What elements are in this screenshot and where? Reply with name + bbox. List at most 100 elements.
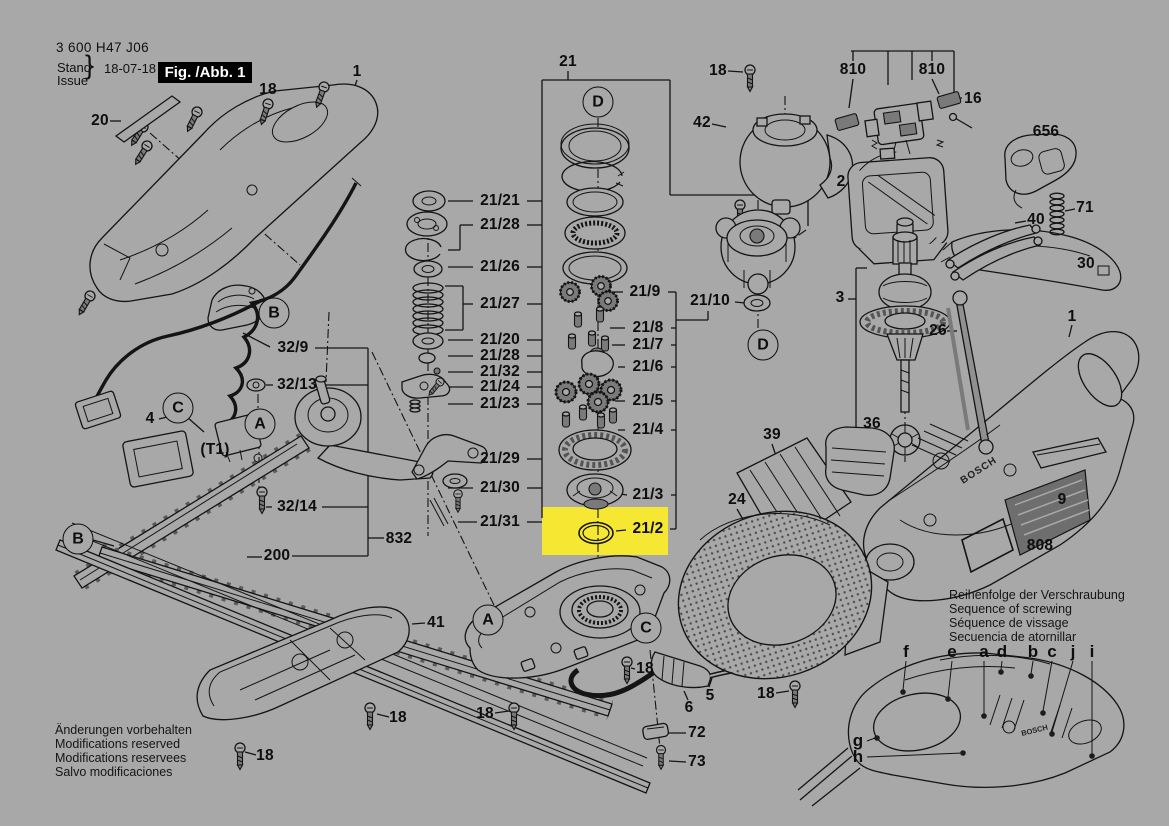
screw-seq-letter-e: e xyxy=(947,642,957,661)
part-label-21-10: 21/10 xyxy=(690,292,730,309)
part-label-32-14: 32/14 xyxy=(277,498,317,515)
screw-seq-letter-j: j xyxy=(1070,642,1076,661)
part-label-21-3: 21/3 xyxy=(632,486,664,503)
part-label-32-13: 32/13 xyxy=(277,376,317,393)
part-label-21-5: 21/5 xyxy=(632,392,664,409)
part-label-6: 6 xyxy=(684,699,694,716)
part-label--T1-: (T1) xyxy=(200,441,230,458)
part-label-5: 5 xyxy=(705,687,715,704)
brush-plate-art xyxy=(834,91,973,159)
part-label-9: 9 xyxy=(1057,491,1067,508)
issue-date: 18-07-18 xyxy=(104,61,157,76)
note-left-4: Salvo modificaciones xyxy=(55,765,173,779)
screw-seq-letter-a: a xyxy=(979,642,989,661)
screw-seq-letter-b: b xyxy=(1027,642,1039,661)
stator-art xyxy=(847,147,949,265)
part-label-21-32: 21/32 xyxy=(480,363,520,380)
screw-seq-letter-d: d xyxy=(996,642,1008,661)
part-label-18: 18 xyxy=(757,685,775,702)
nut-and-screw-art xyxy=(246,378,268,515)
highlight-box xyxy=(542,507,668,555)
part-label-72: 72 xyxy=(688,724,706,741)
note-right-3: Séquence de vissage xyxy=(949,616,1069,630)
front-guard-art xyxy=(677,426,895,680)
part-label-2: 2 xyxy=(836,173,846,190)
assembly-callout-D: D xyxy=(747,329,779,361)
handle-parts-art xyxy=(940,133,1122,455)
gear-column-art xyxy=(554,123,632,545)
assembly-callout-A: A xyxy=(244,408,276,440)
note-right-4: Secuencia de atornillar xyxy=(949,630,1077,644)
part-label-71: 71 xyxy=(1076,199,1094,216)
part-label-21-28: 21/28 xyxy=(480,216,520,233)
note-left-1: Änderungen vorbehalten xyxy=(55,723,192,737)
small-plates-art xyxy=(961,437,1107,574)
figure-label-box: Fig. /Abb. 1 xyxy=(158,62,252,83)
part-label-21-23: 21/23 xyxy=(480,395,520,412)
part-label-39: 39 xyxy=(763,426,781,443)
part-label-4: 4 xyxy=(145,410,155,427)
washer-column-art xyxy=(401,190,488,527)
part-label-41: 41 xyxy=(427,614,445,631)
part-label-832: 832 xyxy=(385,530,413,547)
part-label-3: 3 xyxy=(835,289,845,306)
assembly-callout-B: B xyxy=(258,297,290,329)
part-label-18: 18 xyxy=(256,747,274,764)
screw-seq-letter-g: g xyxy=(852,731,864,750)
part-label-20: 20 xyxy=(91,112,109,129)
part-label-21-30: 21/30 xyxy=(480,479,520,496)
part-label-810: 810 xyxy=(839,61,867,78)
motor-housing-half-art xyxy=(74,79,379,318)
part-label-30: 30 xyxy=(1077,255,1095,272)
part-label-21-2: 21/2 xyxy=(632,520,664,537)
part-label-21-31: 21/31 xyxy=(480,513,520,530)
part-label-808: 808 xyxy=(1026,537,1054,554)
main-body-art: BOSCH xyxy=(862,331,1140,602)
note-right-1: Reihenfolge der Verschraubung xyxy=(949,588,1125,602)
leader-lines xyxy=(92,50,1080,763)
part-label-21-20: 21/20 xyxy=(480,331,520,348)
assembly-callout-A: A xyxy=(472,604,504,636)
part-label-200: 200 xyxy=(263,547,291,564)
assembly-callout-C: C xyxy=(162,392,194,424)
part-label-21-26: 21/26 xyxy=(480,258,520,275)
part-label-21-4: 21/4 xyxy=(632,421,664,438)
part-label-21-28: 21/28 xyxy=(480,347,520,364)
armature-art xyxy=(859,217,951,456)
part-label-36: 36 xyxy=(863,415,881,432)
stand-issue-brace: } xyxy=(85,50,95,80)
part-label-21-8: 21/8 xyxy=(632,319,664,336)
part-label-21-6: 21/6 xyxy=(632,358,664,375)
part-label-18: 18 xyxy=(709,62,727,79)
fan-housing-art xyxy=(734,64,854,228)
gearbox-plate-art xyxy=(464,555,671,731)
part-label-18: 18 xyxy=(476,705,494,722)
part-label-1: 1 xyxy=(352,63,362,80)
screw-sequence-diagram-art: BOSCH xyxy=(797,652,1125,807)
part-label-21-21: 21/21 xyxy=(480,192,520,209)
part-label-21-29: 21/29 xyxy=(480,450,520,467)
screw-seq-letter-i: i xyxy=(1089,642,1095,661)
part-label-32-9: 32/9 xyxy=(277,339,309,356)
part-label-21-7: 21/7 xyxy=(632,336,664,353)
part-label-26: 26 xyxy=(929,322,947,339)
output-gear-art xyxy=(715,209,801,312)
part-label-21-9: 21/9 xyxy=(629,283,661,300)
part-label-656: 656 xyxy=(1032,123,1060,140)
part-label-73: 73 xyxy=(688,753,706,770)
part-label-1: 1 xyxy=(1067,308,1077,325)
assembly-callout-B: B xyxy=(62,523,94,555)
part-label-21-27: 21/27 xyxy=(480,295,520,312)
note-right-2: Sequence of screwing xyxy=(949,602,1072,616)
part-label-810: 810 xyxy=(918,61,946,78)
document-part-code: 3 600 H47 J06 xyxy=(56,40,150,55)
part-label-18: 18 xyxy=(636,660,654,677)
stand-label: Stand xyxy=(57,60,91,75)
screw-seq-letter-h: h xyxy=(852,747,864,766)
note-left-3: Modifications reservees xyxy=(55,751,187,765)
part-label-24: 24 xyxy=(728,491,746,508)
part-label-21-24: 21/24 xyxy=(480,378,520,395)
part-label-40: 40 xyxy=(1027,211,1045,228)
